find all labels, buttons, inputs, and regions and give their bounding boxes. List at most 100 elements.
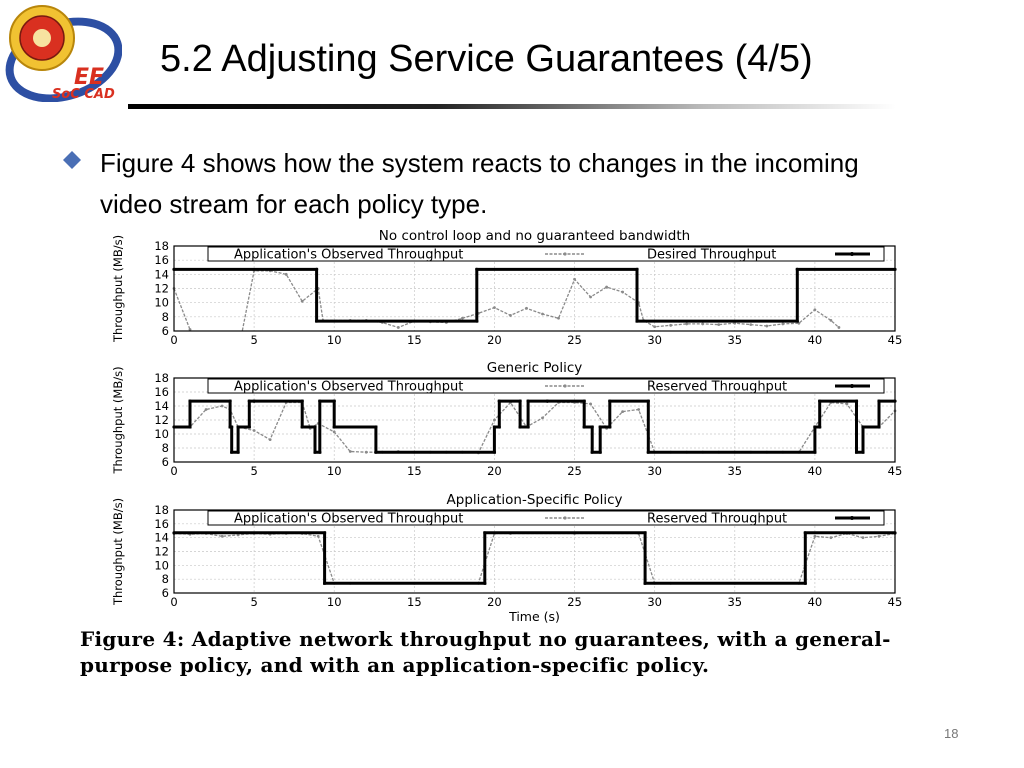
target-point xyxy=(252,399,256,403)
y-tick-label: 18 xyxy=(154,239,169,253)
observed-point xyxy=(268,438,272,441)
target-point xyxy=(877,399,881,403)
observed-point xyxy=(220,534,224,538)
y-axis-label: Throughput (MB/s) xyxy=(111,498,125,606)
y-tick-label: 6 xyxy=(162,324,169,338)
legend-marker-observed xyxy=(563,384,567,388)
x-tick-label: 25 xyxy=(567,464,582,478)
target-point xyxy=(300,399,304,403)
y-tick-label: 10 xyxy=(154,427,169,441)
y-tick-label: 12 xyxy=(154,282,169,296)
target-point xyxy=(518,425,522,429)
legend-marker-target xyxy=(850,516,854,520)
y-tick-label: 10 xyxy=(154,558,169,572)
observed-point xyxy=(188,328,192,331)
target-point xyxy=(795,267,799,271)
observed-point xyxy=(204,408,208,411)
target-point xyxy=(608,425,612,429)
target-point xyxy=(646,399,650,403)
y-tick-label: 16 xyxy=(154,253,169,267)
page-number: 18 xyxy=(944,726,959,741)
target-point xyxy=(230,450,234,454)
target-point xyxy=(877,425,881,429)
x-tick-label: 0 xyxy=(170,464,177,478)
x-tick-label: 40 xyxy=(808,464,823,478)
target-point xyxy=(374,425,378,429)
target-point xyxy=(598,450,602,454)
bullet-text: Figure 4 shows how the system reacts to … xyxy=(100,148,859,219)
y-tick-label: 8 xyxy=(162,572,169,586)
legend-label: Application's Observed Throughput xyxy=(234,248,463,263)
observed-point xyxy=(845,402,849,406)
target-point xyxy=(374,450,378,454)
target-point xyxy=(818,425,822,429)
observed-point xyxy=(765,324,769,328)
observed-point xyxy=(316,534,320,538)
observed-point xyxy=(861,536,865,540)
observed-point xyxy=(749,323,753,327)
plot-frame xyxy=(173,509,896,594)
observed-point xyxy=(669,323,673,327)
observed-point xyxy=(284,272,288,276)
target-point xyxy=(247,425,251,429)
observed-point xyxy=(685,322,689,326)
observed-point xyxy=(557,316,560,320)
x-tick-label: 45 xyxy=(888,333,903,347)
y-axis-label: Throughput (MB/s) xyxy=(111,366,125,474)
x-tick-label: 15 xyxy=(407,464,422,478)
target-point xyxy=(313,450,317,454)
target-point xyxy=(188,399,192,403)
target-point xyxy=(598,425,602,429)
observed-point xyxy=(637,408,641,411)
legend-marker-observed xyxy=(563,252,567,256)
observed-point xyxy=(781,322,785,326)
y-tick-label: 18 xyxy=(154,503,169,517)
target-point xyxy=(854,399,859,403)
target-point xyxy=(854,450,859,454)
target-series-line xyxy=(174,531,895,585)
chart-panel-1: No control loop and no guaranteed bandwi… xyxy=(111,228,903,347)
logo-subtext: SoC CAD xyxy=(52,87,115,102)
x-tick-label: 30 xyxy=(647,333,662,347)
diamond-bullet-icon xyxy=(63,151,81,169)
x-tick-label: 20 xyxy=(487,595,502,609)
target-point xyxy=(300,425,304,429)
chart-title: Generic Policy xyxy=(487,360,582,376)
target-point xyxy=(635,267,639,271)
logo-seal-center xyxy=(33,29,51,47)
observed-point xyxy=(621,290,625,294)
y-tick-label: 14 xyxy=(154,399,169,413)
observed-point xyxy=(877,534,881,538)
x-tick-label: 15 xyxy=(407,333,422,347)
x-tick-label: 10 xyxy=(327,595,342,609)
legend-label: Application's Observed Throughput xyxy=(234,380,463,395)
target-point xyxy=(318,450,322,454)
y-tick-label: 16 xyxy=(154,385,169,399)
target-point xyxy=(582,399,586,403)
x-tick-label: 45 xyxy=(888,595,903,609)
target-point xyxy=(526,425,530,429)
y-tick-label: 10 xyxy=(154,296,169,310)
y-tick-label: 14 xyxy=(154,531,169,545)
target-point xyxy=(313,425,317,429)
target-point xyxy=(635,319,639,323)
x-tick-label: 40 xyxy=(808,595,823,609)
observed-point xyxy=(829,318,833,322)
target-point xyxy=(861,450,865,454)
observed-point xyxy=(509,314,512,317)
observed-series-line xyxy=(174,401,895,454)
observed-point xyxy=(813,534,817,538)
figure-4-charts: No control loop and no guaranteed bandwi… xyxy=(111,228,903,624)
x-tick-label: 5 xyxy=(250,333,257,347)
target-point xyxy=(236,450,240,454)
legend-marker-target xyxy=(850,384,854,388)
legend-label: Reserved Throughput xyxy=(647,512,787,527)
x-tick-label: 25 xyxy=(567,333,582,347)
target-point xyxy=(483,581,487,585)
target-point xyxy=(492,450,497,454)
x-tick-label: 15 xyxy=(407,595,422,609)
target-point xyxy=(643,531,647,535)
